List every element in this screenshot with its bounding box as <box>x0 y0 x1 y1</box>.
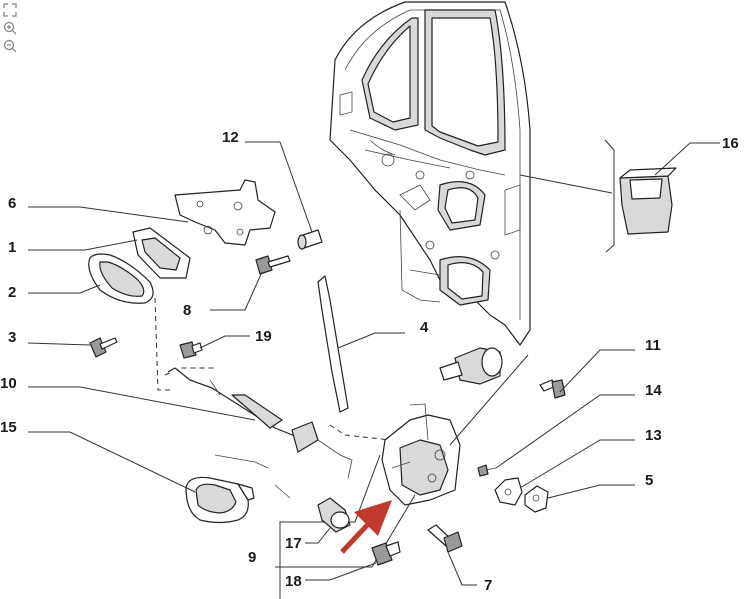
callout-7: 7 <box>484 577 492 594</box>
callout-4: 4 <box>420 319 429 336</box>
dashed-guide-left <box>154 297 172 391</box>
part-5[interactable] <box>524 484 635 513</box>
zoom-in-icon[interactable] <box>3 21 19 37</box>
part-18[interactable] <box>305 541 401 581</box>
viewer-toolbar <box>3 3 21 57</box>
zoom-out-icon[interactable] <box>3 39 19 55</box>
part-16[interactable] <box>519 139 720 253</box>
callout-5: 5 <box>645 472 653 489</box>
part-12[interactable] <box>245 141 323 250</box>
part-14[interactable] <box>477 394 635 477</box>
fit-view-icon[interactable] <box>3 3 19 19</box>
part-1[interactable] <box>28 227 191 279</box>
part-17[interactable] <box>305 497 351 544</box>
callout-19: 19 <box>255 328 272 345</box>
part-9[interactable] <box>275 354 529 599</box>
door-shell <box>329 1 531 346</box>
callout-13: 13 <box>645 427 662 444</box>
callout-2: 2 <box>8 284 16 301</box>
callout-17: 17 <box>285 535 302 552</box>
callout-16: 16 <box>722 135 739 152</box>
part-3[interactable] <box>27 337 118 358</box>
callout-6: 6 <box>8 195 16 212</box>
pointer-arrow <box>340 500 392 554</box>
callout-1: 1 <box>8 239 16 256</box>
callout-10: 10 <box>0 375 17 392</box>
dashed-guide-lock <box>329 424 391 441</box>
dashed-guide-rod <box>164 367 215 376</box>
callout-18: 18 <box>285 573 302 590</box>
part-2[interactable] <box>28 253 154 304</box>
part-8[interactable] <box>210 255 291 311</box>
callout-12: 12 <box>222 129 239 146</box>
callout-11: 11 <box>645 337 661 354</box>
part-lock-cylinder[interactable] <box>439 347 503 385</box>
part-7[interactable] <box>427 524 477 586</box>
part-11[interactable] <box>539 349 635 399</box>
callout-14: 14 <box>645 382 662 399</box>
part-10[interactable] <box>28 367 353 479</box>
callout-3: 3 <box>8 329 16 346</box>
part-19[interactable] <box>179 335 250 359</box>
part-4[interactable] <box>317 275 405 413</box>
callout-8: 8 <box>183 302 191 319</box>
part-15[interactable] <box>28 431 291 524</box>
part-6[interactable] <box>28 179 276 246</box>
callout-15: 15 <box>0 419 17 436</box>
part-13[interactable] <box>494 439 635 506</box>
callout-9: 9 <box>248 549 256 566</box>
